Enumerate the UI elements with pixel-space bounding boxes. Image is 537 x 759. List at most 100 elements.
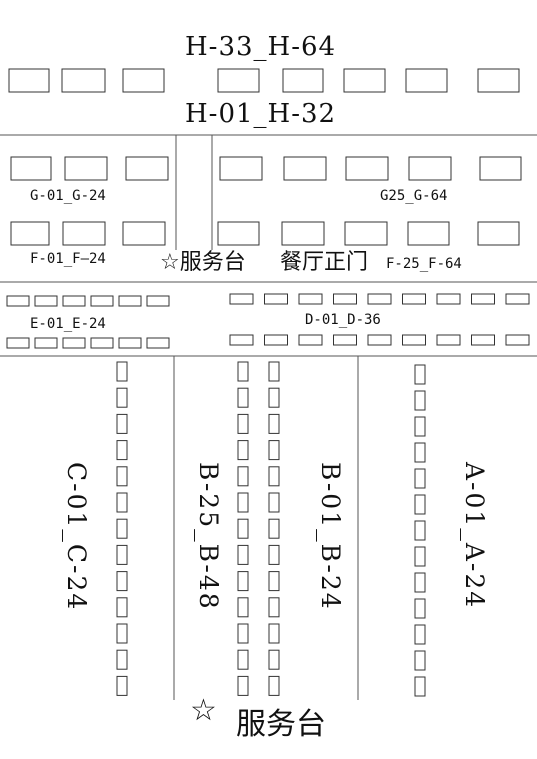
booth-b	[237, 518, 249, 539]
booth-h	[8, 68, 50, 93]
booth-e	[146, 295, 170, 307]
booth-b	[237, 466, 249, 487]
booth-c	[116, 623, 128, 644]
booth-g	[64, 156, 108, 181]
booth-f	[281, 221, 325, 246]
booth-b	[237, 571, 249, 592]
booth-h	[405, 68, 448, 93]
booth-d	[367, 293, 392, 305]
zone-f-right-label: F-25_F-64	[386, 256, 462, 272]
booth-d	[402, 293, 426, 305]
booth-b	[237, 544, 249, 565]
booth-c	[116, 492, 128, 513]
booth-f	[62, 221, 106, 246]
booth-h	[477, 68, 520, 93]
booth-b	[268, 387, 280, 408]
zone-c-label: C-01_C-24	[62, 462, 91, 612]
booth-g	[345, 156, 389, 181]
booth-c	[116, 571, 128, 592]
booth-b	[268, 466, 280, 487]
booth-b	[268, 649, 280, 670]
booth-b	[237, 623, 249, 644]
booth-d	[229, 334, 254, 346]
booth-b	[268, 518, 280, 539]
zone-d-label: D-01_D-36	[305, 312, 381, 328]
booth-f	[217, 221, 260, 246]
booth-e	[6, 337, 30, 349]
service-desk-mid-label: ☆服务台	[160, 250, 246, 275]
booth-h	[122, 68, 165, 93]
booth-e	[6, 295, 30, 307]
restaurant-entrance-label: 餐厅正门	[280, 250, 369, 275]
booth-e	[34, 337, 58, 349]
booth-f	[10, 221, 50, 246]
booth-g	[10, 156, 52, 181]
zone-b-right-label: B-01_B-24	[316, 462, 345, 611]
booth-b	[237, 492, 249, 513]
booth-d	[505, 334, 530, 346]
booth-e	[90, 295, 114, 307]
zone-a-label: A-01_A-24	[460, 462, 489, 610]
booth-g	[125, 156, 169, 181]
zone-b-left-label: B-25_B-48	[194, 462, 223, 611]
booth-b	[237, 413, 249, 434]
booth-b	[237, 649, 249, 670]
booth-c	[116, 597, 128, 618]
booth-e	[118, 295, 142, 307]
booth-c	[116, 361, 128, 382]
booth-b	[268, 571, 280, 592]
booth-h	[343, 68, 386, 93]
booth-b	[268, 492, 280, 513]
booth-b	[237, 387, 249, 408]
star-icon: ☆	[190, 693, 217, 728]
booth-c	[116, 518, 128, 539]
booth-d	[436, 334, 461, 346]
booth-e	[34, 295, 58, 307]
booth-a	[414, 546, 426, 567]
booth-e	[90, 337, 114, 349]
booth-g	[283, 156, 327, 181]
booth-b	[237, 675, 249, 696]
booth-g	[408, 156, 452, 181]
zone-g-left-label: G-01_G-24	[30, 188, 106, 204]
booth-a	[414, 520, 426, 541]
booth-c	[116, 440, 128, 461]
booth-c	[116, 649, 128, 670]
booth-a	[414, 468, 426, 489]
booth-b	[268, 675, 280, 696]
booth-b	[237, 597, 249, 618]
booth-h	[217, 68, 260, 93]
booth-c	[116, 413, 128, 434]
booth-e	[118, 337, 142, 349]
booth-d	[436, 293, 461, 305]
booth-d	[505, 293, 530, 305]
zone-e-label: E-01_E-24	[30, 316, 106, 332]
booth-f	[477, 221, 520, 246]
booth-d	[367, 334, 392, 346]
zone-f-left-label: F-01_F—24	[30, 251, 106, 267]
booth-d	[298, 293, 323, 305]
booth-b	[268, 361, 280, 382]
booth-b	[268, 440, 280, 461]
booth-b	[237, 440, 249, 461]
booth-a	[414, 442, 426, 463]
booth-b	[268, 623, 280, 644]
booth-b	[268, 544, 280, 565]
booth-d	[471, 293, 495, 305]
booth-a	[414, 416, 426, 437]
booth-c	[116, 675, 128, 696]
booth-a	[414, 624, 426, 645]
booth-g	[219, 156, 263, 181]
booth-a	[414, 650, 426, 671]
booth-d	[471, 334, 495, 346]
booth-c	[116, 466, 128, 487]
booth-f	[344, 221, 388, 246]
booth-c	[116, 544, 128, 565]
booth-h	[61, 68, 106, 93]
booth-e	[62, 295, 86, 307]
booth-d	[333, 334, 357, 346]
booth-a	[414, 390, 426, 411]
booth-a	[414, 676, 426, 697]
